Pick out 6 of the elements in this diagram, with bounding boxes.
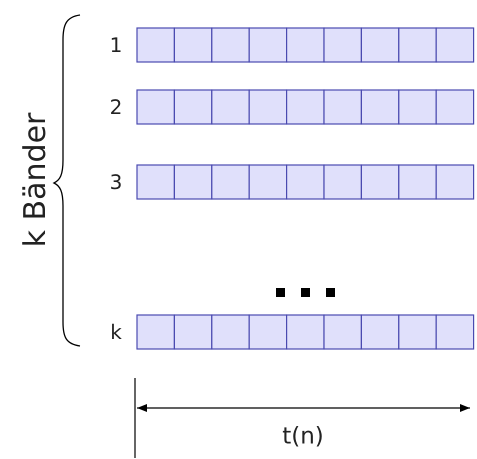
row-number: 1 xyxy=(110,35,122,55)
row-number: k xyxy=(110,322,122,342)
row-number: 3 xyxy=(110,172,122,192)
row-number: 2 xyxy=(110,97,122,117)
axis-label: k Bänder xyxy=(21,112,51,248)
dimension-label: t(n) xyxy=(282,426,324,448)
